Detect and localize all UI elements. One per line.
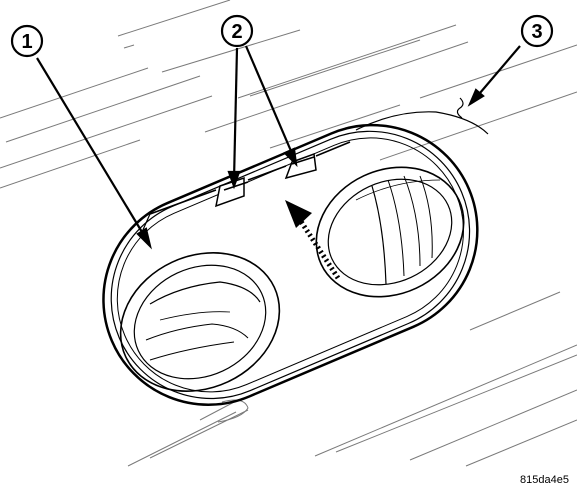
figure-id: 815da4e5 — [520, 474, 569, 486]
callout-1-label: 1 — [21, 31, 32, 53]
right-vent-outlet — [315, 166, 465, 298]
callout-3-label: 3 — [531, 21, 542, 43]
callout-2: 2 — [220, 14, 254, 48]
retaining-tabs — [149, 141, 351, 215]
callout-2-label: 2 — [231, 21, 242, 43]
dash-panel-lines — [0, 0, 577, 467]
left-vent-outlet — [119, 252, 281, 392]
removal-direction-arrow — [285, 200, 341, 280]
vent-bezel — [102, 111, 489, 406]
callout-3: 3 — [520, 14, 554, 48]
callout-1: 1 — [10, 24, 44, 58]
leader-lines — [36, 45, 521, 250]
